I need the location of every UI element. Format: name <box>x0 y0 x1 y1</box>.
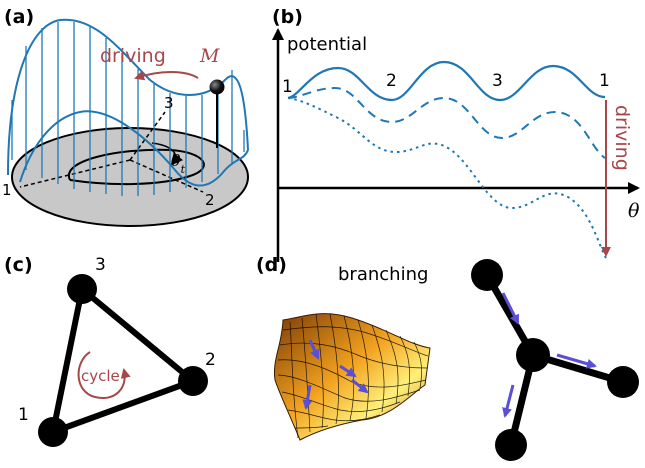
branching-graph <box>471 259 639 461</box>
site-label-2: 2 <box>205 191 215 209</box>
y-axis-label: potential <box>287 34 367 55</box>
driving-label: driving <box>100 45 166 67</box>
site-b-4: 1 <box>599 71 610 91</box>
panel-b: (b) potential θ 1 2 3 1 driving <box>272 6 640 262</box>
x-axis-label: θ <box>628 200 640 222</box>
node-3 <box>67 274 97 304</box>
curve-dashed <box>287 86 606 159</box>
panel-d-label: (d) <box>256 254 287 276</box>
energy-surface <box>273 313 431 441</box>
node-label-1: 1 <box>18 405 29 425</box>
theta-arc <box>151 142 184 166</box>
triangle-edges <box>50 286 196 435</box>
flow-arrow-3 <box>351 378 369 394</box>
site-b-2: 2 <box>386 71 397 91</box>
disk <box>11 127 249 227</box>
flow-arrow-4 <box>302 384 313 410</box>
node-1 <box>38 417 68 447</box>
cycle-arrow <box>77 351 131 400</box>
driving-arrow <box>134 70 199 81</box>
node-top <box>471 259 503 291</box>
branch-arrow-right <box>556 353 597 369</box>
panel-d: (d) branching <box>256 254 639 461</box>
curve-dotted <box>287 97 607 259</box>
panel-a-label: (a) <box>4 6 34 28</box>
theta-t-label: θt <box>171 151 186 176</box>
driving-var: M <box>199 45 220 67</box>
site-label-3: 3 <box>164 94 174 112</box>
panel-a: (a) <box>2 6 249 227</box>
radius-line-2 <box>129 159 204 193</box>
surface-body <box>273 313 431 441</box>
node-2 <box>178 366 208 396</box>
node-right <box>607 366 639 398</box>
flow-arrow-2 <box>339 364 357 378</box>
branch-arrow-in <box>501 292 520 325</box>
potential-curve-back <box>19 110 249 187</box>
node-center <box>516 338 550 372</box>
branching-title: branching <box>338 264 428 285</box>
radius-line-1 <box>19 159 131 188</box>
node-label-3: 3 <box>95 255 106 275</box>
node-bottom <box>495 429 527 461</box>
panel-c-label: (c) <box>4 254 33 276</box>
driving-label-b: driving <box>611 105 633 171</box>
branch-arrow-down <box>502 384 515 418</box>
site-b-3: 3 <box>492 71 503 91</box>
site-label-1: 1 <box>2 181 12 199</box>
radius-line-3 <box>129 111 166 161</box>
panel-c: (c) 3 2 1 cycle <box>4 254 216 447</box>
particle-ball <box>209 79 225 95</box>
panel-b-label: (b) <box>272 6 303 28</box>
curve-solid <box>287 60 606 102</box>
cycle-label: cycle <box>81 367 120 385</box>
flow-arrow-1 <box>308 339 320 360</box>
node-label-2: 2 <box>205 350 216 370</box>
site-b-1: 1 <box>282 77 293 97</box>
